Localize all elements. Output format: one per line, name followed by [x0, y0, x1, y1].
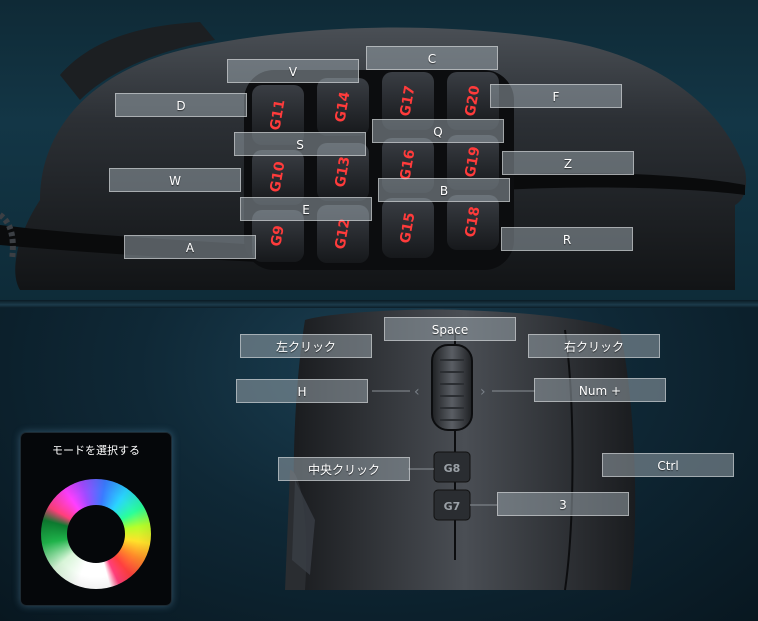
- g-button-label-g12: G12: [332, 217, 353, 250]
- section-divider: [0, 300, 758, 308]
- g-button-label-g10: G10: [267, 160, 288, 194]
- g-button-g19[interactable]: [447, 135, 499, 190]
- key-label-s[interactable]: S: [234, 132, 366, 156]
- mode-color-ring-center: [67, 505, 125, 563]
- g-button-label-g9: G9: [268, 224, 287, 248]
- key-label-a[interactable]: A: [124, 235, 256, 259]
- key-label-left-click[interactable]: 左クリック: [240, 334, 372, 358]
- key-label-r[interactable]: R: [501, 227, 633, 251]
- key-label-f[interactable]: F: [490, 84, 622, 108]
- g-button-label-g14: G14: [332, 90, 353, 124]
- g-button-label-g17: G17: [397, 84, 418, 117]
- g-button-g15[interactable]: [382, 198, 434, 258]
- g-button-g10[interactable]: [252, 150, 304, 205]
- g-button-g9[interactable]: [252, 210, 304, 262]
- key-label-v[interactable]: V: [227, 59, 359, 83]
- key-label-c[interactable]: C: [366, 46, 498, 70]
- key-label-z[interactable]: Z: [502, 151, 634, 175]
- key-label-q[interactable]: Q: [372, 119, 504, 143]
- key-label-space[interactable]: Space: [384, 317, 516, 341]
- mode-selector-title: モードを選択する: [52, 444, 140, 457]
- g-button-label-g16: G16: [397, 148, 418, 181]
- g-button-label-g20: G20: [462, 84, 483, 118]
- g-button-label-g19: G19: [462, 145, 483, 178]
- key-label-h[interactable]: H: [236, 379, 368, 403]
- key-label-e[interactable]: E: [240, 197, 372, 221]
- key-label-right-click[interactable]: 右クリック: [528, 334, 660, 358]
- key-label-ctrl[interactable]: Ctrl: [602, 453, 734, 477]
- key-label-b[interactable]: B: [378, 178, 510, 202]
- g-button-g17[interactable]: [382, 72, 434, 130]
- key-label-w[interactable]: W: [109, 168, 241, 192]
- key-label-d[interactable]: D: [115, 93, 247, 117]
- g-button-g14[interactable]: [317, 78, 369, 136]
- g-button-label-g18: G18: [462, 205, 483, 238]
- mode-selector-panel: モードを選択する: [20, 432, 172, 606]
- key-label-3[interactable]: 3: [497, 492, 629, 516]
- g-button-g18[interactable]: [447, 195, 499, 250]
- g-button-g11[interactable]: [252, 85, 304, 145]
- g-button-label-g13: G13: [332, 155, 353, 188]
- g-button-label-g15: G15: [397, 211, 418, 244]
- g-button-label-g11: G11: [267, 98, 288, 131]
- g-button-g13[interactable]: [317, 143, 369, 201]
- g-button-g20[interactable]: [447, 72, 499, 130]
- key-label-num-plus[interactable]: Num +: [534, 378, 666, 402]
- g-button-grid: [252, 72, 499, 263]
- key-label-middle-click[interactable]: 中央クリック: [278, 457, 410, 481]
